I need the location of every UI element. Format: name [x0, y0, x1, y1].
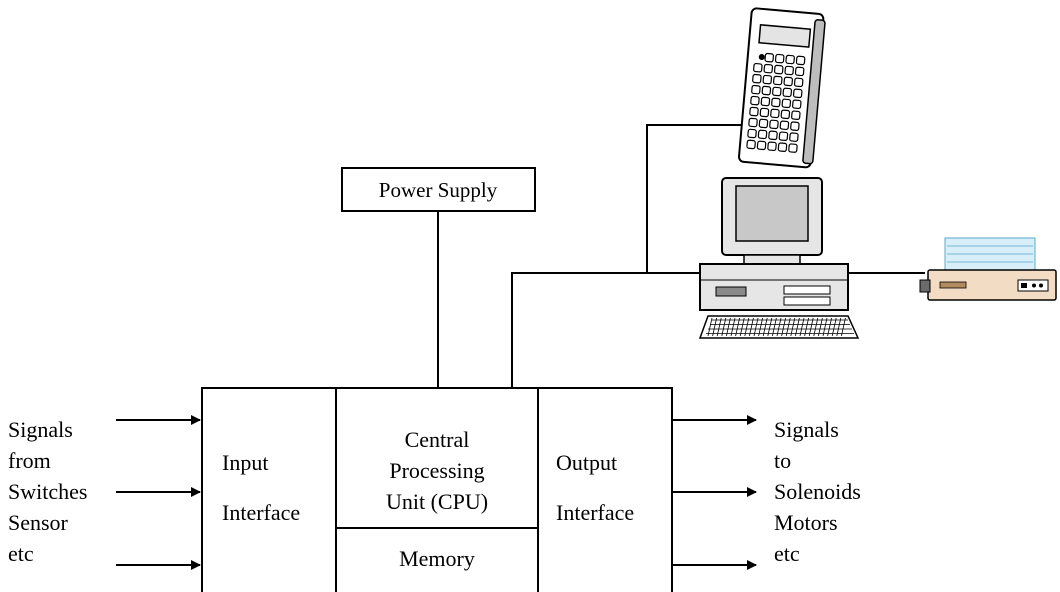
svg-text:Solenoids: Solenoids	[774, 479, 861, 504]
svg-text:to: to	[774, 448, 791, 473]
svg-text:from: from	[8, 448, 51, 473]
svg-text:etc: etc	[8, 541, 34, 566]
cpu-label: Central Processing Unit (CPU)	[386, 427, 488, 514]
svg-text:Central: Central	[405, 427, 470, 452]
output-interface-label: Output Interface	[556, 450, 634, 525]
input-interface-label: Input Interface	[222, 450, 300, 525]
svg-text:Sensor: Sensor	[8, 510, 69, 535]
svg-text:Output: Output	[556, 450, 617, 475]
power-supply-box	[341, 167, 536, 212]
handheld-programmer-icon	[737, 7, 826, 169]
svg-text:Interface: Interface	[556, 500, 634, 525]
input-signals-label: Signals from Switches Sensor etc	[8, 417, 87, 566]
plc-block-frame	[201, 387, 673, 592]
svg-text:Interface: Interface	[222, 500, 300, 525]
svg-text:Motors: Motors	[774, 510, 838, 535]
desktop-computer-icon	[698, 177, 860, 339]
svg-text:Signals: Signals	[774, 417, 839, 442]
memory-label: Memory	[399, 546, 475, 571]
svg-text:Unit (CPU): Unit (CPU)	[386, 489, 488, 514]
printer-icon	[919, 237, 1057, 301]
peripheral-wiring	[511, 124, 925, 388]
svg-text:etc: etc	[774, 541, 800, 566]
svg-text:Switches: Switches	[8, 479, 87, 504]
svg-text:Processing: Processing	[389, 458, 484, 483]
svg-text:Signals: Signals	[8, 417, 73, 442]
svg-text:Input: Input	[222, 450, 268, 475]
power-supply-label: Power Supply	[379, 178, 498, 202]
output-signals-label: Signals to Solenoids Motors etc	[774, 417, 861, 566]
